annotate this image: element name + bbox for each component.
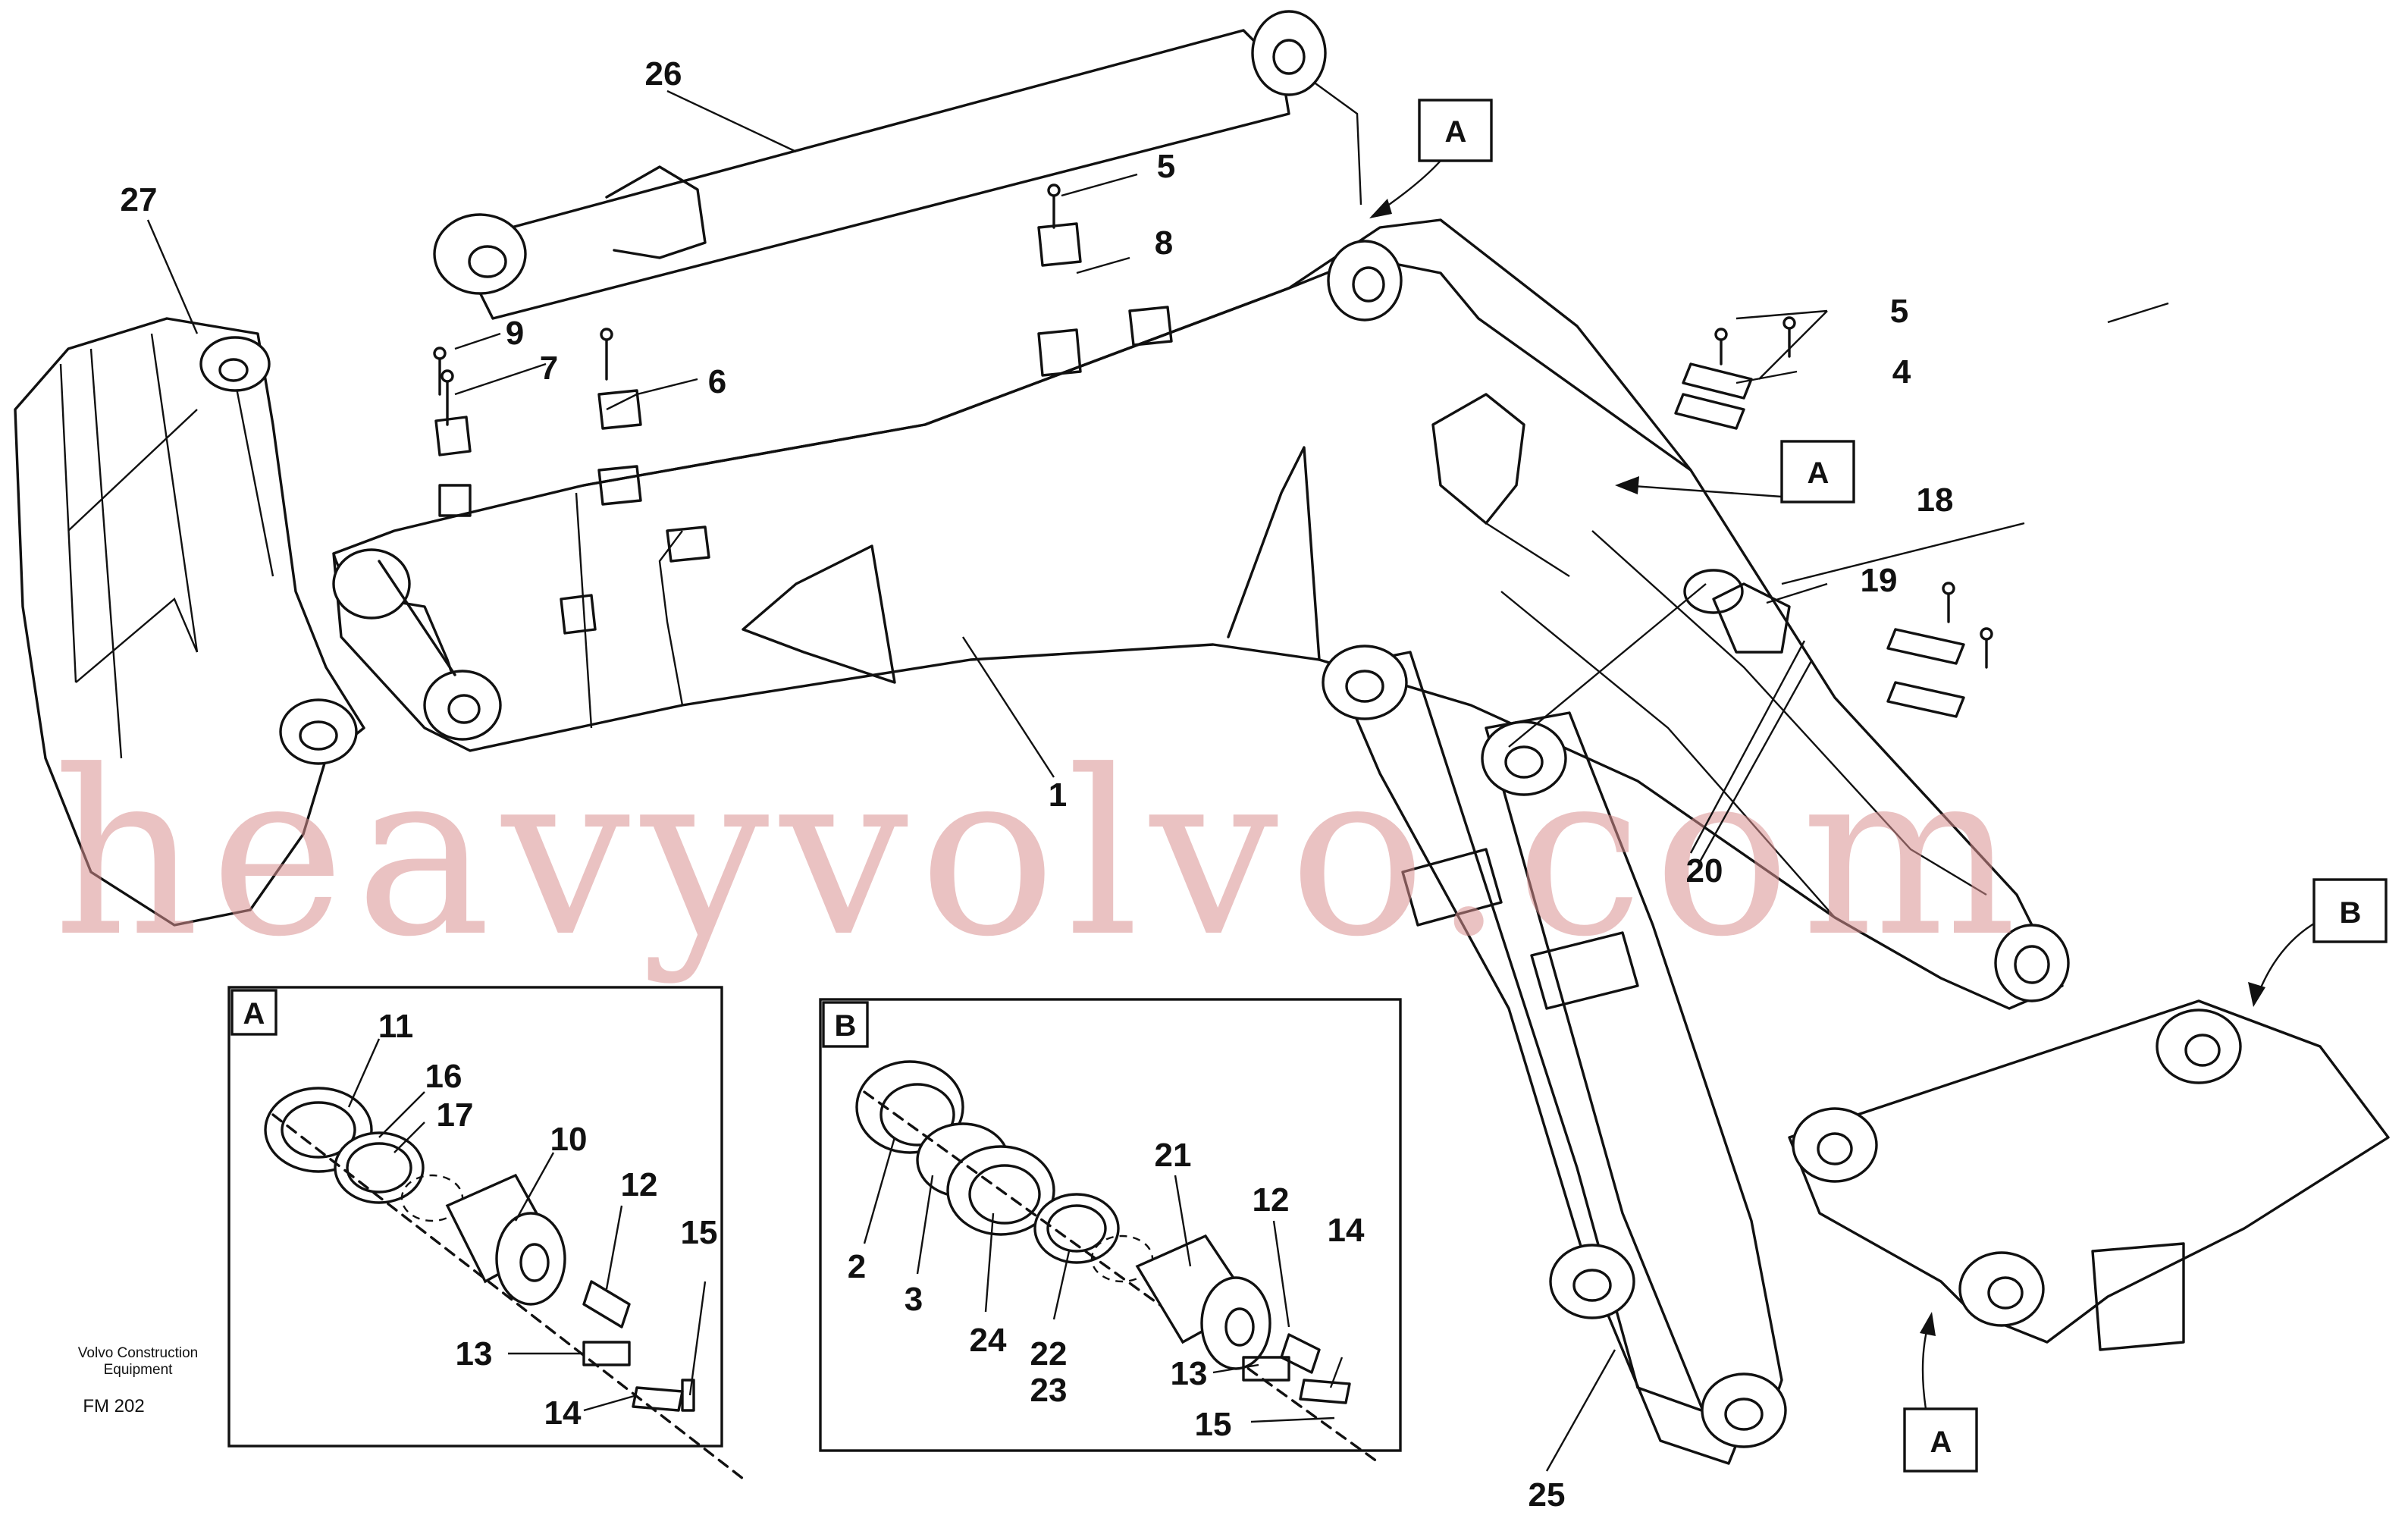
figure-code: FM 202 [83, 1396, 144, 1416]
bolts [433, 184, 1993, 669]
detail-a-letter: A [243, 997, 265, 1031]
company-line-2: Equipment [104, 1362, 174, 1378]
label-14-a: 14 [544, 1394, 582, 1432]
label-27: 27 [121, 181, 158, 218]
lift-cylinders-25 [1322, 645, 1787, 1465]
leader-lines [146, 89, 2169, 1472]
label-6: 6 [708, 363, 726, 400]
label-23: 23 [1030, 1372, 1068, 1409]
base-frame [1788, 999, 2390, 1351]
label-5-top: 5 [1157, 148, 1175, 185]
svg-text:A: A [1930, 1426, 1952, 1459]
label-17: 17 [437, 1096, 474, 1134]
callout-a-mid: A [1615, 440, 1855, 503]
detail-box-a: A [227, 986, 745, 1480]
label-15-a: 15 [681, 1214, 718, 1251]
label-2: 2 [848, 1248, 866, 1285]
label-25: 25 [1529, 1476, 1566, 1514]
label-21: 21 [1155, 1137, 1192, 1174]
label-1: 1 [1049, 776, 1067, 814]
label-24: 24 [970, 1322, 1007, 1359]
hose-clamps [434, 222, 1965, 718]
detail-b-letter: B [835, 1009, 857, 1043]
watermark: heavyvolvo.com [53, 722, 2027, 987]
label-22: 22 [1030, 1335, 1068, 1372]
company-line-1: Volvo Construction [78, 1345, 198, 1361]
label-20: 20 [1686, 852, 1723, 889]
label-18: 18 [1917, 482, 1954, 519]
callout-a-top: A [1369, 99, 1493, 218]
label-14-b: 14 [1328, 1212, 1365, 1249]
label-11: 11 [378, 1008, 414, 1045]
label-7: 7 [540, 350, 558, 387]
part-numbers: 1 26 27 5 8 9 7 6 5 4 18 19 20 25 11 16 … [121, 55, 1954, 1514]
label-8: 8 [1155, 224, 1173, 262]
boom-cylinder-26 [433, 10, 1362, 320]
svg-text:B: B [2340, 896, 2362, 930]
label-3: 3 [905, 1281, 923, 1318]
label-26: 26 [645, 55, 682, 93]
footer: Volvo Construction Equipment FM 202 [78, 1345, 198, 1416]
svg-text:A: A [1445, 115, 1467, 149]
callout-b: B [2248, 878, 2388, 1007]
label-5-right: 5 [1890, 293, 1908, 330]
label-10: 10 [550, 1121, 588, 1158]
label-19: 19 [1861, 562, 1898, 599]
label-13-b: 13 [1171, 1355, 1208, 1392]
label-12-a: 12 [621, 1166, 658, 1203]
svg-text:A: A [1808, 456, 1830, 490]
label-9: 9 [506, 315, 524, 352]
callout-a-bottom: A [1903, 1312, 1978, 1473]
label-16: 16 [425, 1058, 462, 1095]
detail-box-b: B [819, 998, 1402, 1465]
label-15-b: 15 [1195, 1406, 1232, 1443]
label-13-a: 13 [456, 1335, 493, 1372]
label-12-b: 12 [1253, 1181, 1290, 1219]
dipper-arm-27 [14, 317, 365, 927]
label-4: 4 [1892, 353, 1911, 391]
boom-1 [332, 218, 2070, 1010]
